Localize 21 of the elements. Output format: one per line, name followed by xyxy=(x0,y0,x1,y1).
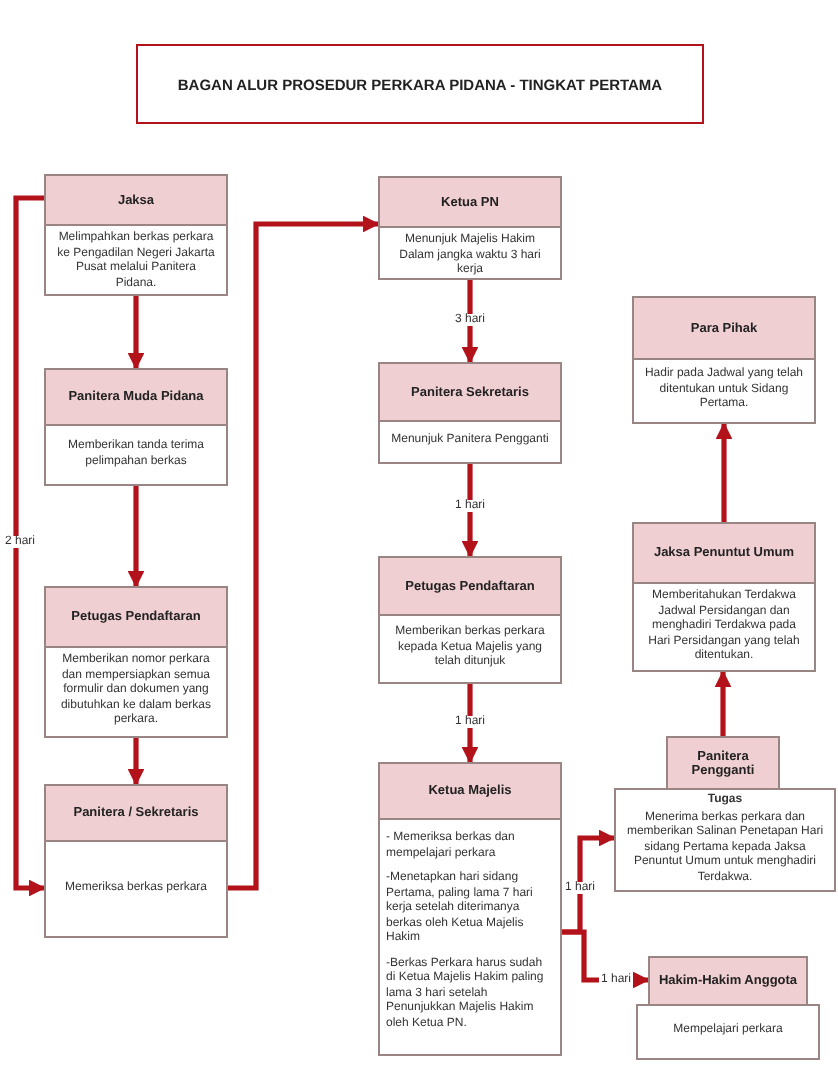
arrow xyxy=(228,215,380,891)
arrow xyxy=(714,670,732,736)
process-box xyxy=(378,362,562,464)
process-box xyxy=(632,296,816,424)
process-box xyxy=(378,176,562,280)
process-box xyxy=(44,174,228,296)
process-box xyxy=(378,762,562,1056)
arrow xyxy=(461,464,479,558)
process-box xyxy=(44,784,228,938)
arrow xyxy=(127,486,145,588)
arrow xyxy=(461,280,479,364)
arrow xyxy=(127,296,145,370)
arrow xyxy=(127,738,145,786)
arrow xyxy=(562,929,650,989)
arrow xyxy=(715,422,733,522)
process-box xyxy=(378,556,562,684)
process-box xyxy=(632,522,816,672)
process-box xyxy=(44,586,228,738)
process-box xyxy=(44,368,228,486)
arrow xyxy=(461,684,479,764)
arrow xyxy=(13,195,46,897)
